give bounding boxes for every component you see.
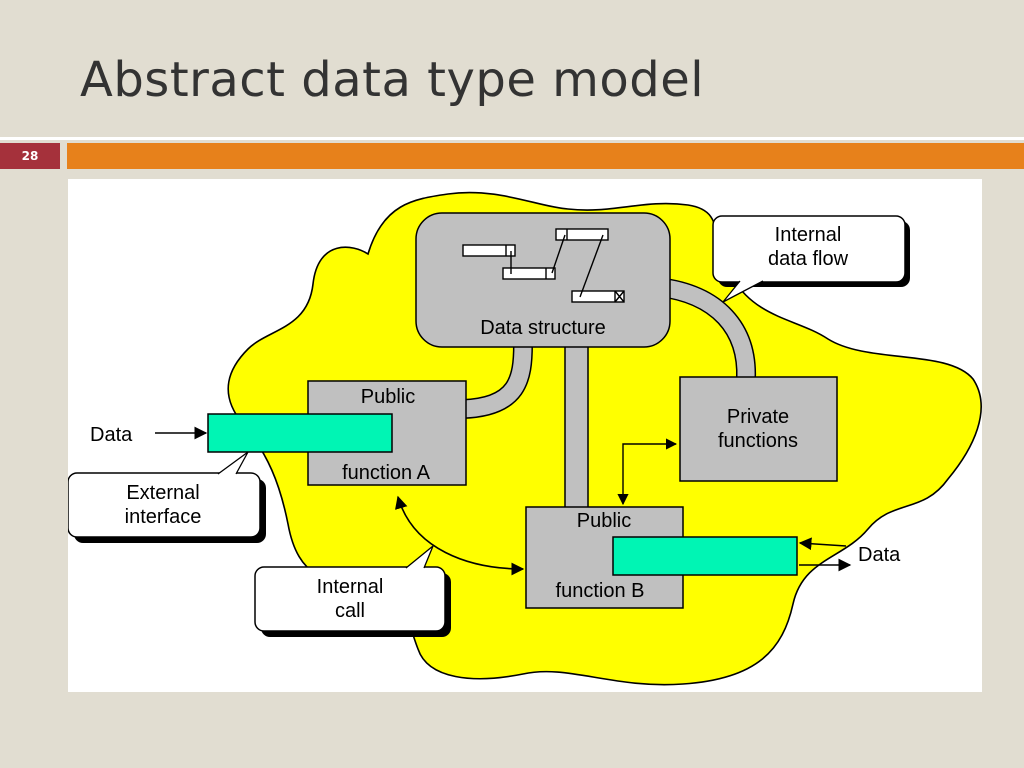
internal-call-arrow bbox=[395, 495, 525, 576]
private-functions-box bbox=[679, 376, 838, 482]
accent-bar bbox=[67, 143, 1024, 169]
function-b-pipe bbox=[564, 343, 589, 510]
external-interface-label-1: External bbox=[126, 482, 199, 504]
external-interface-label-2: interface bbox=[125, 506, 202, 528]
function-b-label: function B bbox=[556, 580, 645, 602]
slide-number-badge: 28 bbox=[0, 143, 60, 169]
adt-diagram: Data structure Public function A Private… bbox=[68, 179, 982, 692]
internal-data-flow-label-2: data flow bbox=[768, 248, 849, 270]
data-structure-label: Data structure bbox=[480, 317, 606, 339]
call-private-arrow bbox=[617, 438, 678, 506]
function-a-public-label: Public bbox=[361, 386, 415, 408]
internal-call-label-1: Internal bbox=[317, 576, 384, 598]
data-out-label: Data bbox=[858, 544, 901, 566]
internal-call-callout: Internal call bbox=[254, 545, 451, 637]
external-interface-b bbox=[612, 536, 798, 576]
title-divider bbox=[0, 137, 1024, 140]
private-functions-label-2: functions bbox=[718, 430, 798, 452]
internal-data-flow-callout: Internal data flow bbox=[712, 215, 910, 303]
data-in-label: Data bbox=[90, 424, 133, 446]
slide-title: Abstract data type model bbox=[80, 52, 705, 108]
function-a-label: function A bbox=[342, 462, 431, 484]
internal-call-label-2: call bbox=[335, 600, 365, 622]
data-in-b-arrow bbox=[798, 537, 847, 551]
internal-data-flow-label-1: Internal bbox=[775, 224, 842, 246]
function-b-public-label: Public bbox=[577, 510, 631, 532]
external-interface-a bbox=[207, 413, 393, 453]
linked-list-nodes bbox=[462, 228, 625, 303]
private-functions-label-1: Private bbox=[727, 406, 789, 428]
external-interface-callout: External interface bbox=[68, 451, 266, 543]
